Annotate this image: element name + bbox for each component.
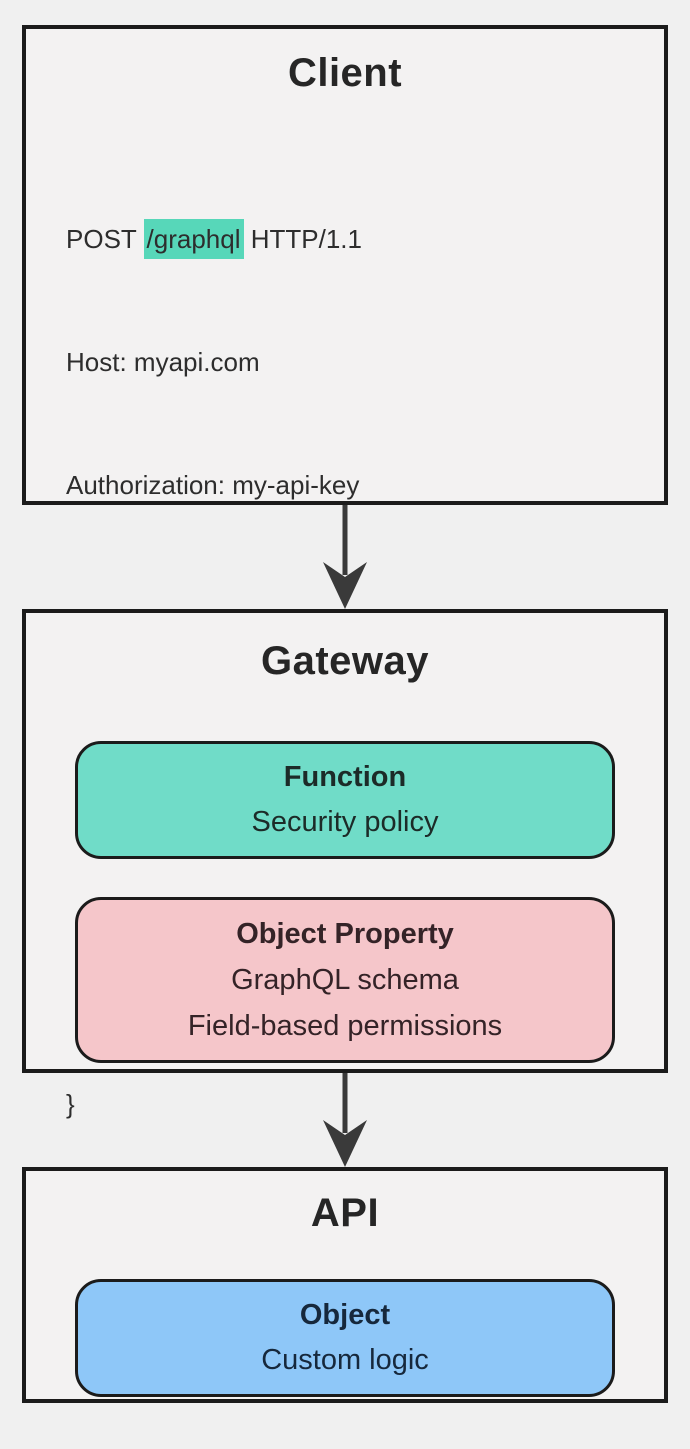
object-property-box-line1: GraphQL schema xyxy=(231,964,459,996)
request-line: POST /graphql HTTP/1.1 xyxy=(66,219,664,260)
object-box-subtitle: Custom logic xyxy=(261,1344,429,1376)
object-property-box-line2: Field-based permissions xyxy=(187,1010,503,1042)
function-box-title: Function xyxy=(283,761,407,793)
json-close-brace-line: } xyxy=(66,1089,75,1119)
object-box-title: Object xyxy=(299,1299,391,1331)
request-method: POST xyxy=(66,224,144,254)
api-node: API Object Custom logic xyxy=(22,1167,668,1403)
request-protocol: HTTP/1.1 xyxy=(243,224,362,254)
request-path-highlight: /graphql xyxy=(143,219,244,259)
api-node-title: API xyxy=(310,1191,380,1235)
object-box: Object Custom logic xyxy=(75,1279,615,1397)
gateway-node: Gateway Function Security policy Object … xyxy=(22,609,668,1073)
function-box-subtitle: Security policy xyxy=(251,806,439,838)
object-property-box: Object Property GraphQL schema Field-bas… xyxy=(75,897,615,1063)
client-node-title: Client xyxy=(287,51,403,95)
client-node: Client POST /graphql HTTP/1.1 Host: myap… xyxy=(22,25,668,1119)
host-header-line: Host: myapi.com xyxy=(66,347,260,377)
arrow-down-icon xyxy=(323,505,367,609)
function-box: Function Security policy xyxy=(75,741,615,859)
authorization-header-line: Authorization: my-api-key xyxy=(66,470,360,500)
gateway-node-title: Gateway xyxy=(260,639,430,683)
object-property-box-title: Object Property xyxy=(236,918,454,950)
arrow-down-icon xyxy=(323,1073,367,1167)
